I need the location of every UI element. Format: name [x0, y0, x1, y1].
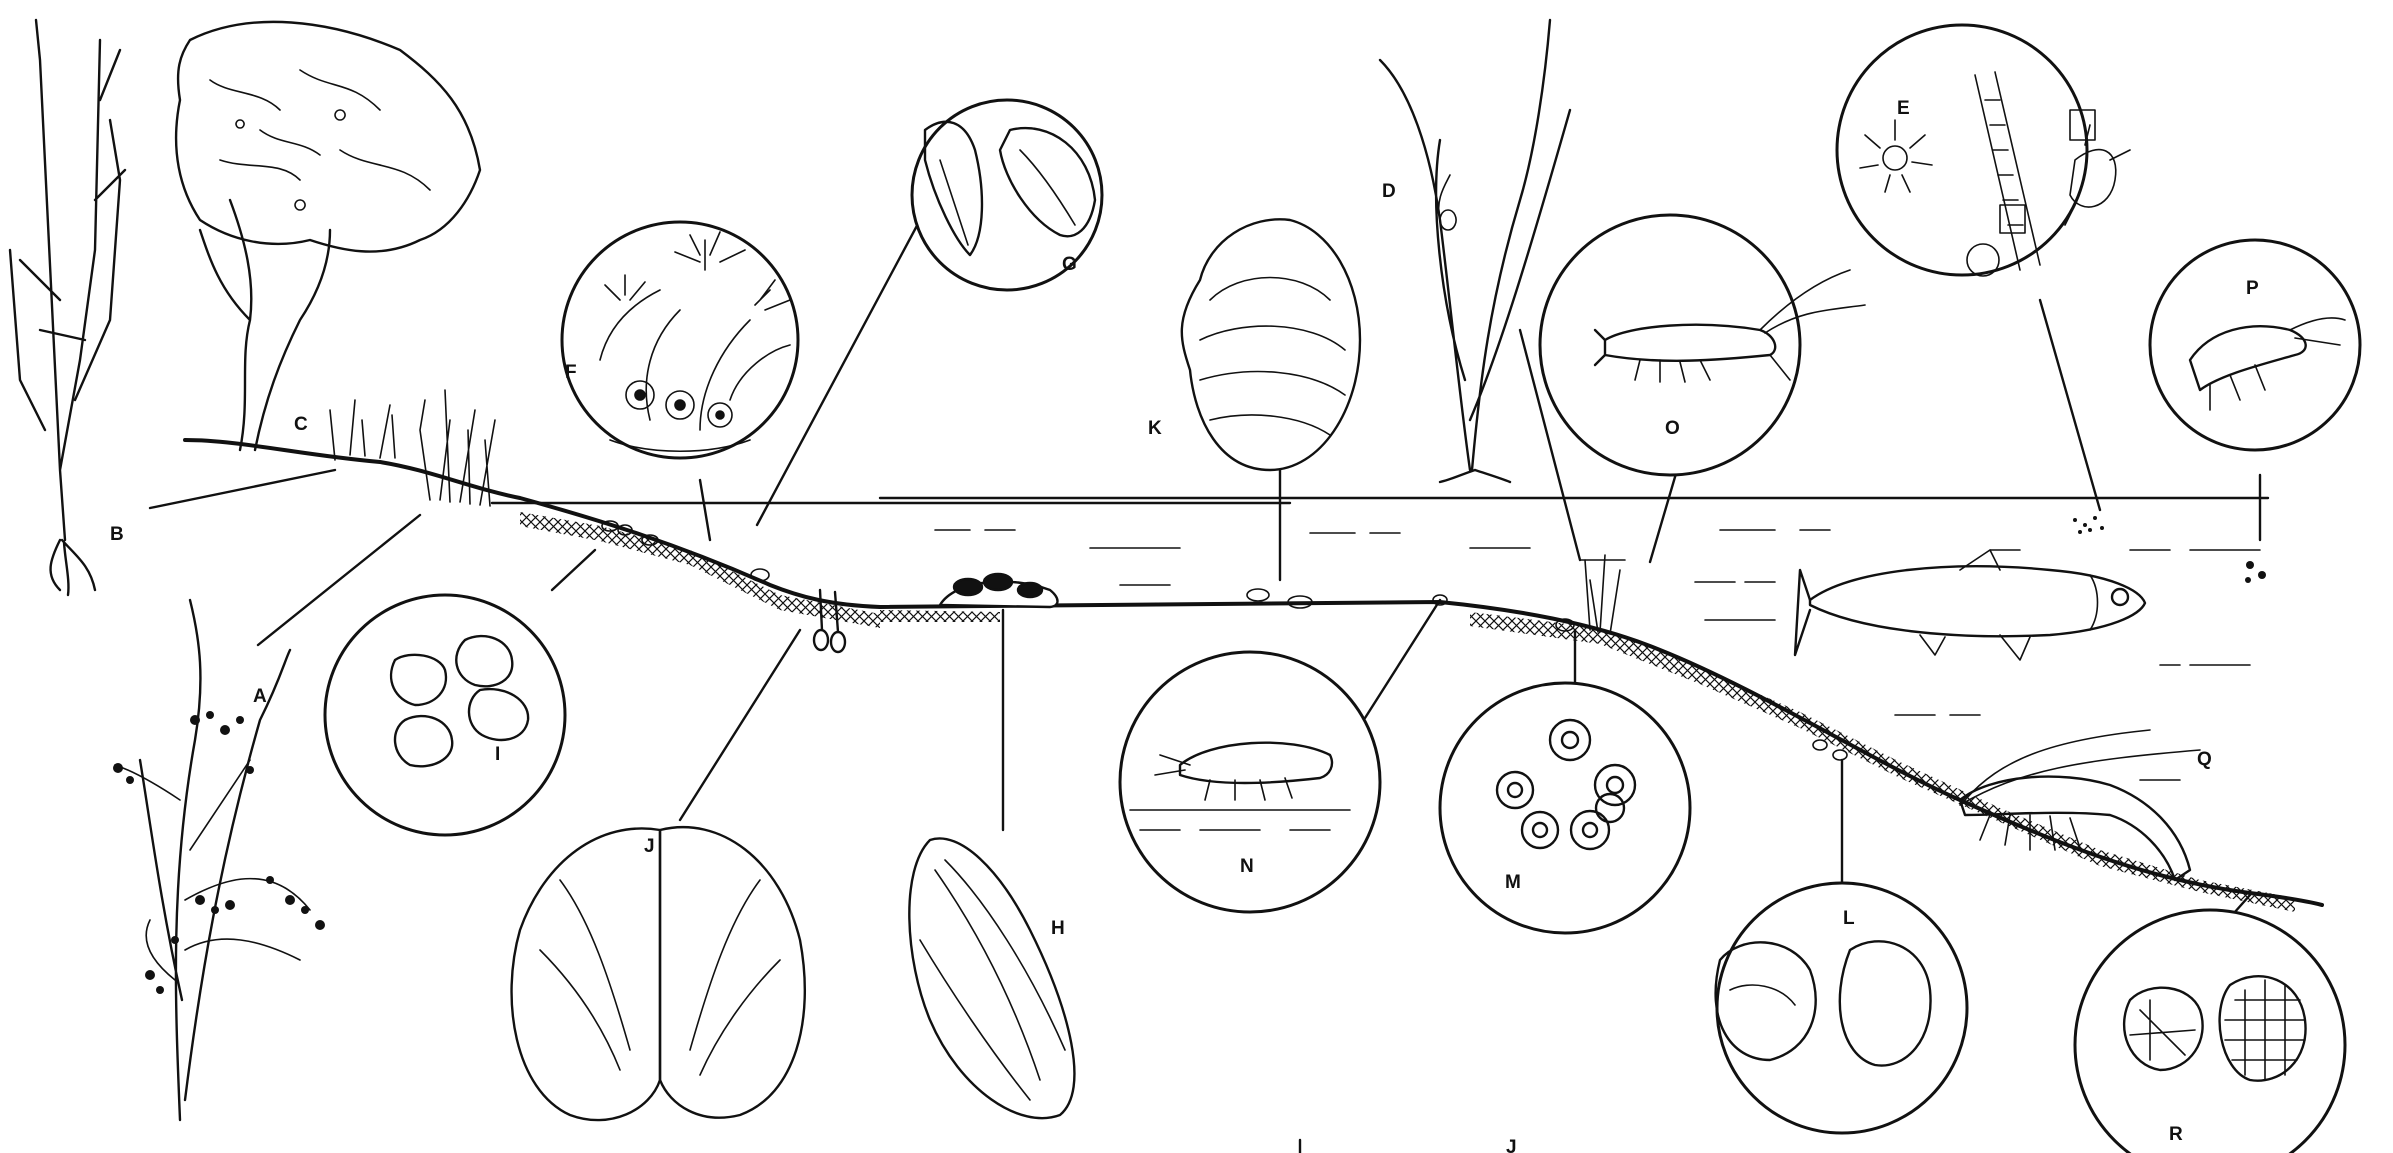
label-m: M — [1505, 872, 1521, 893]
label-k: K — [1148, 418, 1162, 439]
inset-p-amphipod — [2150, 240, 2360, 450]
silverside-fish — [1795, 550, 2145, 660]
label-j-bottom: J — [1506, 1137, 1517, 1153]
mussel-bed — [940, 574, 1058, 607]
label-q: Q — [2197, 749, 2212, 770]
label-a: A — [253, 686, 267, 707]
blue-mussel-h — [909, 838, 1074, 1118]
label-d: D — [1382, 181, 1396, 202]
label-g: G — [1062, 254, 1077, 275]
inset-i-small-clams — [325, 595, 565, 835]
rush-plant-a — [113, 600, 325, 1120]
label-p: P — [2246, 278, 2259, 299]
inset-o-grass-shrimp — [1540, 215, 1865, 475]
label-b: B — [110, 524, 124, 545]
label-j: J — [644, 836, 655, 857]
inset-f-barnacles — [562, 222, 798, 458]
label-l: L — [1843, 908, 1855, 929]
water-surface — [492, 498, 2268, 503]
glasswort-plant-b — [10, 20, 125, 595]
label-c: C — [294, 414, 308, 435]
label-n: N — [1240, 856, 1254, 877]
soft-shell-clam-j — [512, 827, 805, 1120]
inset-r-foraminifera — [2075, 910, 2345, 1153]
label-o: O — [1665, 418, 1680, 439]
inset-l-slipper-shells — [1716, 883, 1967, 1133]
label-e: E — [1897, 98, 1910, 119]
inset-e-plankton — [1837, 25, 2130, 276]
marsh-grass-clump — [330, 390, 495, 506]
submerged-plant — [1585, 555, 1620, 634]
label-h: H — [1051, 918, 1065, 939]
tree-c — [176, 22, 480, 450]
label-r: R — [2169, 1124, 2183, 1145]
label-i: I — [495, 744, 500, 765]
label-f: F — [565, 362, 577, 383]
inset-m-snails — [1440, 683, 1690, 933]
inset-k-clam — [1182, 219, 1360, 470]
shrimp-q — [1960, 730, 2200, 880]
